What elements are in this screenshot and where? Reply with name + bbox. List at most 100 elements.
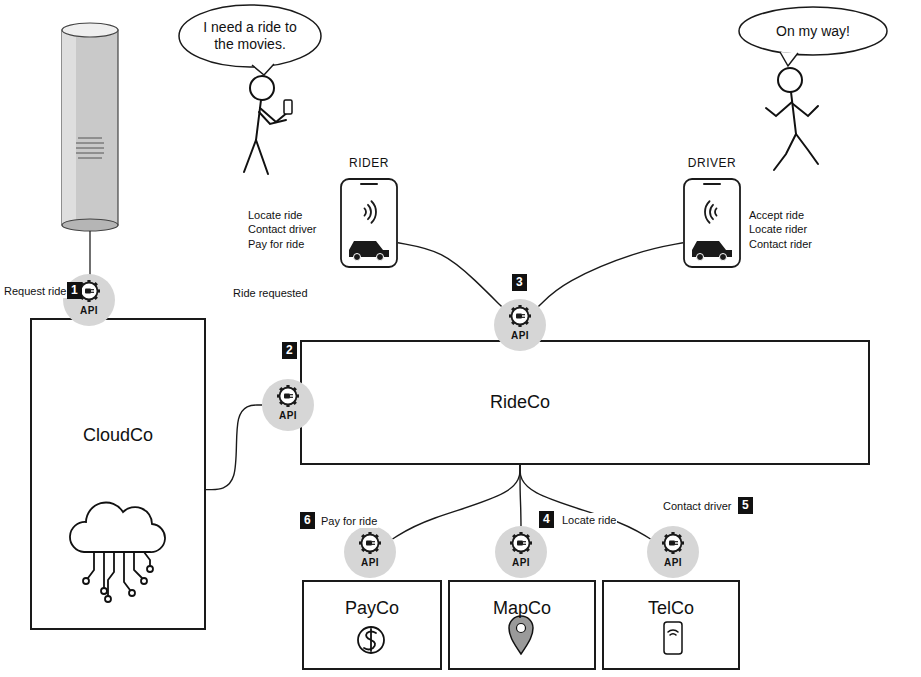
plug bbox=[517, 541, 523, 546]
plug-pin bbox=[290, 394, 293, 395]
phone-body bbox=[684, 179, 740, 267]
callout-number: 4 bbox=[539, 511, 554, 528]
service-name: PayCo bbox=[345, 598, 399, 619]
speech-text: I need a ride to the movies. bbox=[192, 19, 308, 53]
bubble-ellipse bbox=[739, 7, 887, 55]
speaker-cable bbox=[89, 231, 90, 276]
gear-icon bbox=[494, 299, 546, 351]
signal-wave bbox=[368, 205, 371, 219]
api-gear-badge: API bbox=[495, 526, 547, 578]
gear-icon bbox=[344, 526, 396, 578]
api-label: API bbox=[512, 557, 530, 568]
service-box: PayCoAPI bbox=[302, 580, 442, 670]
gear-ring bbox=[512, 308, 529, 325]
signal-wave bbox=[364, 208, 366, 215]
connector bbox=[398, 243, 502, 307]
service-box: CloudCoAPI bbox=[30, 318, 206, 630]
gear-ring bbox=[665, 535, 682, 552]
step-label: Locate ride bbox=[561, 513, 617, 527]
service-box: RideCoAPIAPI bbox=[300, 340, 870, 465]
bubble-tail-fill bbox=[252, 64, 274, 75]
gear-ring bbox=[81, 283, 98, 300]
gear-icon bbox=[495, 526, 547, 578]
plug-pin bbox=[372, 544, 375, 545]
car-wheel bbox=[377, 254, 384, 261]
smart-speaker bbox=[62, 23, 118, 231]
step-label: Contact driver bbox=[662, 499, 732, 513]
phone-body bbox=[341, 179, 397, 267]
rider-phone: RIDERLocate ride Contact driver Pay for … bbox=[340, 178, 398, 268]
signal-wave bbox=[710, 205, 713, 219]
phone-outline bbox=[340, 178, 398, 268]
step-label: Request ride bbox=[3, 284, 67, 298]
callout-number: 3 bbox=[512, 274, 527, 291]
car-wheel bbox=[354, 254, 361, 261]
connector bbox=[520, 465, 650, 539]
api-label: API bbox=[511, 330, 529, 341]
signal-wave bbox=[715, 208, 717, 215]
speaker-grill bbox=[76, 138, 104, 158]
connector bbox=[538, 243, 683, 307]
service-name: CloudCo bbox=[83, 425, 153, 446]
phone-icon bbox=[664, 622, 682, 654]
speech-text: On my way! bbox=[776, 23, 850, 40]
service-name: RideCo bbox=[490, 392, 550, 413]
driver-phone: DRIVERAccept ride Locate rider Contact r… bbox=[683, 178, 741, 268]
speech-bubble: On my way! bbox=[738, 6, 888, 56]
plug-pin bbox=[91, 289, 94, 290]
api-label: API bbox=[80, 305, 98, 316]
speech-bubble: I need a ride to the movies. bbox=[178, 4, 322, 68]
api-gear-badge: API bbox=[494, 299, 546, 351]
connector bbox=[393, 465, 521, 539]
phone-notch bbox=[704, 183, 720, 185]
plug-pin bbox=[523, 544, 526, 545]
step-label: Pay for ride bbox=[320, 514, 378, 528]
callout-number: 6 bbox=[300, 512, 315, 529]
api-gear-badge: API bbox=[647, 526, 699, 578]
gear-ring bbox=[362, 535, 379, 552]
service-box: MapCoAPI bbox=[448, 580, 596, 670]
plug-pin bbox=[522, 314, 525, 315]
speaker-top bbox=[62, 23, 118, 37]
role-heading: DRIVER bbox=[688, 156, 736, 170]
plug-pin bbox=[522, 317, 525, 318]
plug bbox=[516, 314, 522, 319]
role-heading: RIDER bbox=[349, 156, 389, 170]
gear-icon bbox=[262, 379, 314, 431]
speaker-body bbox=[62, 30, 118, 225]
speaker-base bbox=[62, 219, 118, 231]
api-gear-badge: API bbox=[262, 379, 314, 431]
plug-pin bbox=[675, 544, 678, 545]
service-box: TelCoAPI bbox=[602, 580, 740, 670]
bubble-ellipse bbox=[179, 5, 321, 67]
dollar-icon bbox=[358, 627, 384, 653]
plug bbox=[366, 541, 372, 546]
plug-pin bbox=[290, 397, 293, 398]
api-label: API bbox=[664, 557, 682, 568]
speaker-highlight bbox=[62, 30, 76, 225]
bubble-tail-fill bbox=[780, 52, 798, 66]
gear-icon bbox=[647, 526, 699, 578]
cloud-icon bbox=[70, 503, 165, 602]
action-list: Accept ride Locate rider Contact rider bbox=[749, 208, 831, 251]
rider-figure bbox=[244, 76, 292, 174]
gear-ring bbox=[513, 535, 530, 552]
car-wheel bbox=[720, 254, 727, 261]
plug-pin bbox=[372, 541, 375, 542]
step-label: Ride requested bbox=[232, 286, 309, 300]
api-label: API bbox=[361, 557, 379, 568]
plug-pin bbox=[523, 541, 526, 542]
callout-number: 5 bbox=[738, 497, 753, 514]
service-name: MapCo bbox=[493, 598, 551, 619]
bubble-tail bbox=[780, 52, 798, 66]
callout-number: 1 bbox=[67, 282, 82, 299]
service-name: TelCo bbox=[648, 598, 694, 619]
gear-ring bbox=[280, 388, 297, 405]
connector bbox=[206, 405, 262, 490]
driver-figure bbox=[766, 68, 818, 170]
callout-number: 2 bbox=[282, 342, 297, 359]
phone-notch bbox=[361, 183, 377, 185]
bubble-tail bbox=[252, 64, 274, 75]
plug bbox=[669, 541, 675, 546]
